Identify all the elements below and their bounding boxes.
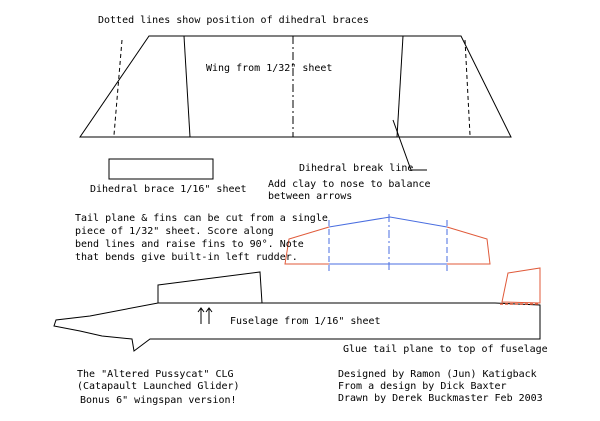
tail-note-line3: bend lines and raise fins to 90°. Note <box>75 239 304 250</box>
clay-note-line2: between arrows <box>268 191 352 202</box>
fuselage <box>53 267 541 352</box>
dihedral-brace-label: Dihedral brace 1/16" sheet <box>90 184 247 195</box>
glue-tail-label: Glue tail plane to top of fuselage <box>343 344 548 355</box>
title-line3: Bonus 6" wingspan version! <box>80 395 237 406</box>
dihedral-break-leader <box>392 119 427 171</box>
dihedral-break-label: Dihedral break line <box>299 163 413 174</box>
balance-arrows <box>197 307 213 324</box>
wing-left-dihedral-break <box>183 35 191 138</box>
tail-note-line4: that bends give built-in left rudder. <box>75 252 298 263</box>
tail-outline-right <box>446 226 491 265</box>
fuselage-outline <box>53 302 541 352</box>
wing-label: Wing from 1/32" sheet <box>206 63 332 74</box>
wing-outline <box>79 35 512 138</box>
wing-mount-fin <box>157 271 263 304</box>
tail-fin <box>501 267 541 304</box>
tail-outline-left <box>284 226 330 265</box>
wing-left-brace-position <box>113 39 123 136</box>
wing-right-brace-position <box>464 39 471 136</box>
dihedral-brace-rect <box>108 158 214 180</box>
balance-arrow-left-head <box>197 307 205 313</box>
wing-right-dihedral-break <box>396 35 404 138</box>
title-line2: (Catapault Launched Glider) <box>77 381 240 392</box>
credit-line1: Designed by Ramon (Jun) Katigback <box>338 369 537 380</box>
clay-note-line1: Add clay to nose to balance <box>268 179 431 190</box>
fuselage-label: Fuselage from 1/16" sheet <box>230 316 381 327</box>
wing <box>79 35 512 138</box>
title-line1: The "Altered Pussycat" CLG <box>77 369 234 380</box>
tail-note-line1: Tail plane & fins can be cut from a sing… <box>75 213 328 224</box>
credit-line2: From a design by Dick Baxter <box>338 381 507 392</box>
credit-line3: Drawn by Derek Buckmaster Feb 2003 <box>338 393 543 404</box>
balance-arrow-right-head <box>205 307 213 313</box>
tail-plane <box>284 214 491 272</box>
tail-center-section <box>328 216 448 228</box>
dotted-lines-note: Dotted lines show position of dihedral b… <box>98 15 369 26</box>
tail-note-line2: piece of 1/32" sheet. Score along <box>75 226 274 237</box>
